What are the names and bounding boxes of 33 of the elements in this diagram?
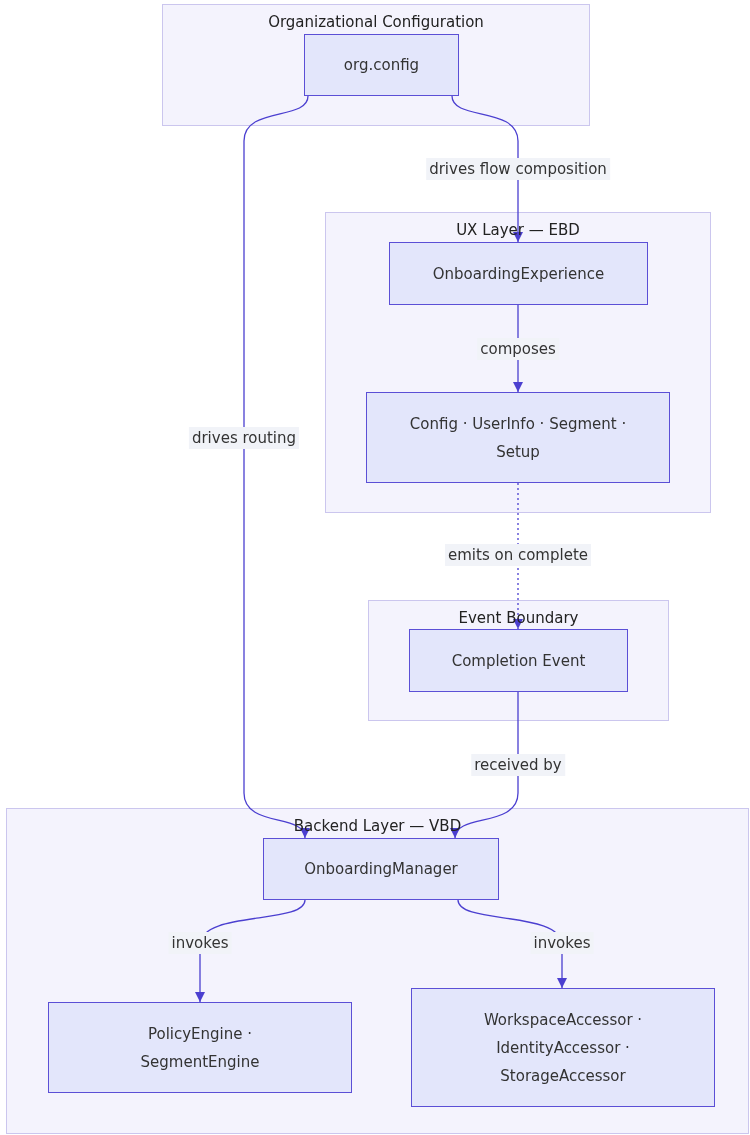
- group-panel: [325, 212, 711, 513]
- process-box: [48, 1002, 352, 1093]
- process-box: [304, 34, 459, 96]
- arrow: [512, 482, 524, 630]
- box-label: Completion Event: [451, 650, 586, 672]
- process-box: [389, 242, 648, 305]
- process-box: [263, 838, 499, 900]
- edge-label: composes: [477, 338, 559, 360]
- arrow: [243, 95, 309, 839]
- group-panel: [6, 808, 749, 1134]
- edge-label: emits on complete: [445, 544, 591, 566]
- group-title: UX Layer — EBD: [456, 221, 580, 239]
- process-box: [411, 988, 715, 1107]
- process-box: [366, 392, 670, 483]
- box-label: org.config: [343, 55, 420, 76]
- box-label: WorkspaceAccessor · IdentityAccessor · StorageAccessor: [482, 1009, 644, 1087]
- group-title: Backend Layer — VBD: [293, 817, 462, 835]
- arrow: [451, 95, 524, 243]
- group-panel: [368, 600, 669, 721]
- edge-label: invokes: [168, 932, 232, 954]
- box-label: Config · UserInfo · Segment · Setup: [408, 413, 628, 463]
- edge-label: drives routing: [188, 427, 300, 449]
- box-label: OnboardingManager: [304, 859, 458, 880]
- group-title: Event Boundary: [458, 609, 579, 627]
- group-title: Organizational Configuration: [268, 13, 484, 31]
- box-label: PolicyEngine · SegmentEngine: [139, 1023, 261, 1073]
- arrow: [452, 691, 519, 839]
- edge-label: invokes: [530, 932, 594, 954]
- process-box: [409, 629, 628, 692]
- edge-label: received by: [471, 754, 565, 776]
- group-panel: [162, 4, 590, 126]
- box-label: OnboardingExperience: [432, 263, 605, 285]
- edge-label: drives flow composition: [426, 158, 610, 180]
